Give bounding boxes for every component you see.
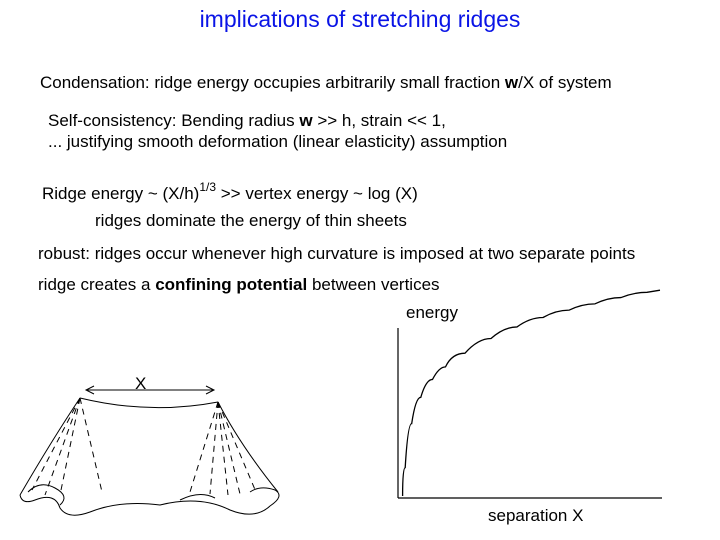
left-edge <box>19 397 81 496</box>
condensation-line: Condensation: ridge energy occupies arbi… <box>40 73 612 93</box>
slide-title: implications of stretching ridges <box>199 6 521 32</box>
right-ridge-3 <box>217 401 241 495</box>
left-ridge-3 <box>59 397 81 496</box>
condensation-suffix: /X of system <box>518 73 612 92</box>
x-axis-label: separation X <box>488 506 584 525</box>
ridges-dominate-line: ridges dominate the energy of thin sheet… <box>95 211 407 230</box>
self-consistency-bold-w: w <box>299 111 313 130</box>
condensation-prefix: Condensation: ridge energy occupies arbi… <box>40 73 505 92</box>
ridge-energy-prefix: Ridge energy ~ (X/h) <box>42 184 200 203</box>
ridge-energy-exponent: 1/3 <box>199 180 217 194</box>
self-consistency-suffix: >> h, strain << 1, <box>312 111 446 130</box>
sheet-fold-right <box>179 494 216 501</box>
span-arrow-right-head <box>205 385 216 395</box>
span-label: X <box>135 374 147 393</box>
ridge-energy-suffix: >> vertex energy ~ log (X) <box>216 184 418 203</box>
ridge-line <box>79 397 219 409</box>
confining-bold: confining potential <box>155 275 308 294</box>
y-axis-label: energy <box>406 303 458 322</box>
right-edge <box>217 401 279 493</box>
confining-suffix: between vertices <box>307 275 440 294</box>
energy-curve <box>401 289 661 497</box>
condensation-bold-w: w <box>504 73 519 92</box>
ridge-energy-line: Ridge energy ~ (X/h)1/3 >> vertex energy… <box>42 180 418 204</box>
right-ridge-2 <box>217 401 229 496</box>
sheet-bottom <box>19 487 280 516</box>
self-consistency-prefix: Self-consistency: Bending radius <box>48 111 300 130</box>
self-consistency-line: Self-consistency: Bending radius w >> h,… <box>48 111 446 131</box>
span-arrow-left-head <box>84 385 95 395</box>
confining-prefix: ridge creates a <box>38 275 156 294</box>
right-ridge-4 <box>217 401 257 493</box>
left-ridge-4 <box>79 397 103 493</box>
robust-line: robust: ridges occur whenever high curva… <box>38 244 636 263</box>
right-ridge-5 <box>209 401 219 495</box>
sheet-fold <box>27 484 65 506</box>
right-ridge-1 <box>189 401 219 493</box>
confining-line: ridge creates a confining potential betw… <box>38 275 440 295</box>
self-consistency-line-2: ... justifying smooth deformation (linea… <box>48 132 508 151</box>
